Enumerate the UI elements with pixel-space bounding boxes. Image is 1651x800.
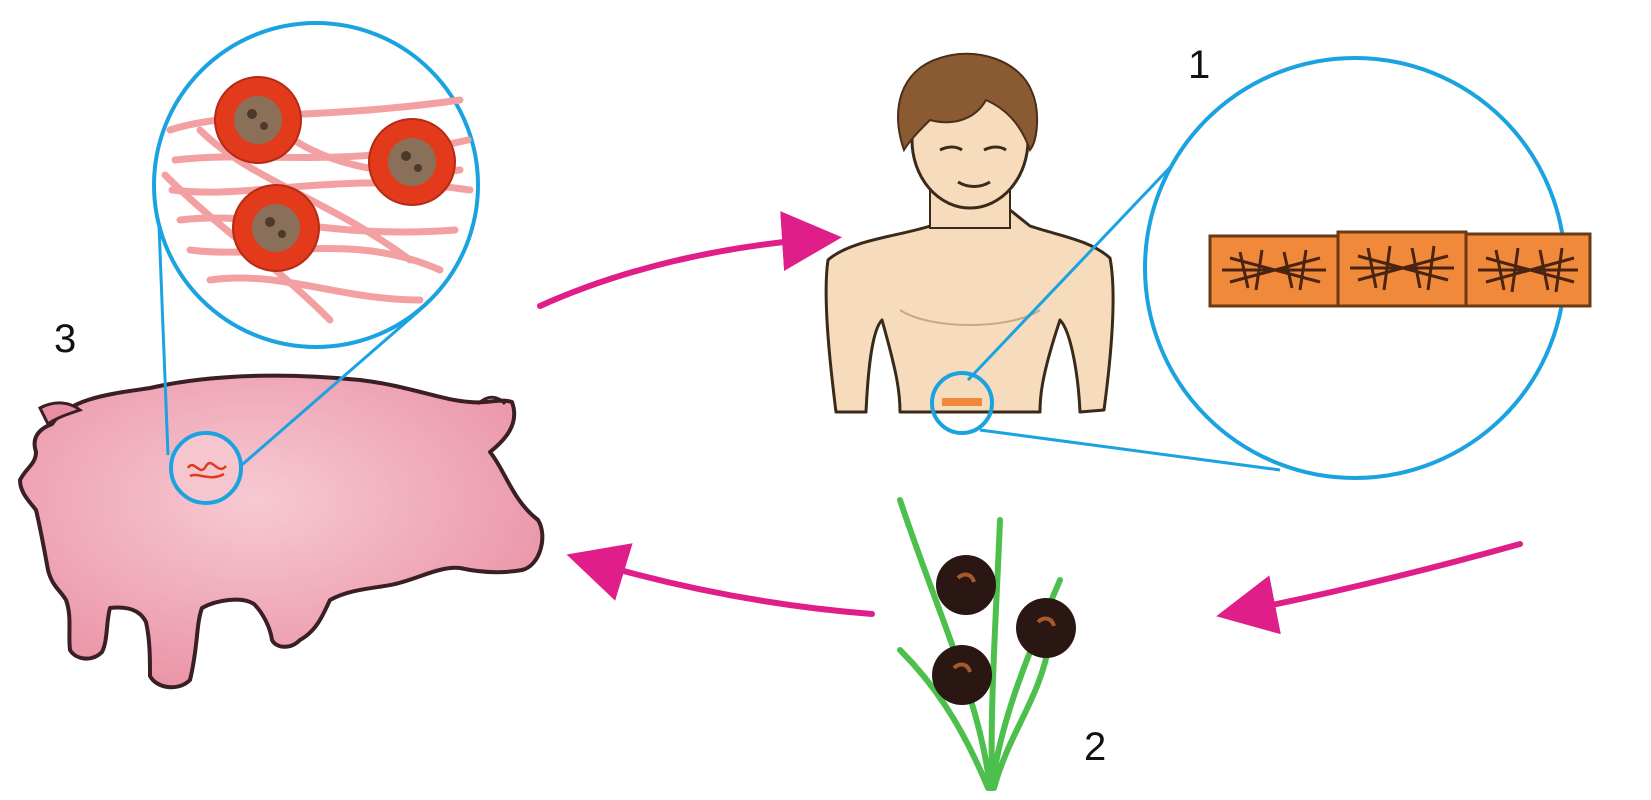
human-torso: [826, 210, 1113, 412]
egg: [932, 645, 992, 705]
cyst: [215, 77, 301, 163]
eggs-icon: [932, 555, 1076, 705]
proglottid-segment: [1338, 232, 1466, 306]
pig-icon: [20, 376, 542, 688]
arrow-grass-to-pig: [578, 558, 872, 614]
pig-body: [20, 376, 542, 688]
stage-number-2: 2: [1084, 725, 1106, 769]
proglottid-segment: [1210, 236, 1338, 306]
egg: [936, 555, 996, 615]
egg: [1016, 598, 1076, 658]
arrow-human-to-grass: [1228, 544, 1520, 614]
arrow-pig-to-human: [540, 238, 830, 306]
small-segments: [942, 398, 982, 406]
cyst: [233, 185, 319, 271]
tapeworm-segments-icon: [1210, 232, 1590, 306]
cyst: [369, 119, 455, 205]
proglottid-segment: [1466, 234, 1590, 306]
human-icon: [826, 54, 1113, 412]
stage-number-3: 3: [54, 317, 76, 361]
stage-number-1: 1: [1188, 43, 1210, 87]
